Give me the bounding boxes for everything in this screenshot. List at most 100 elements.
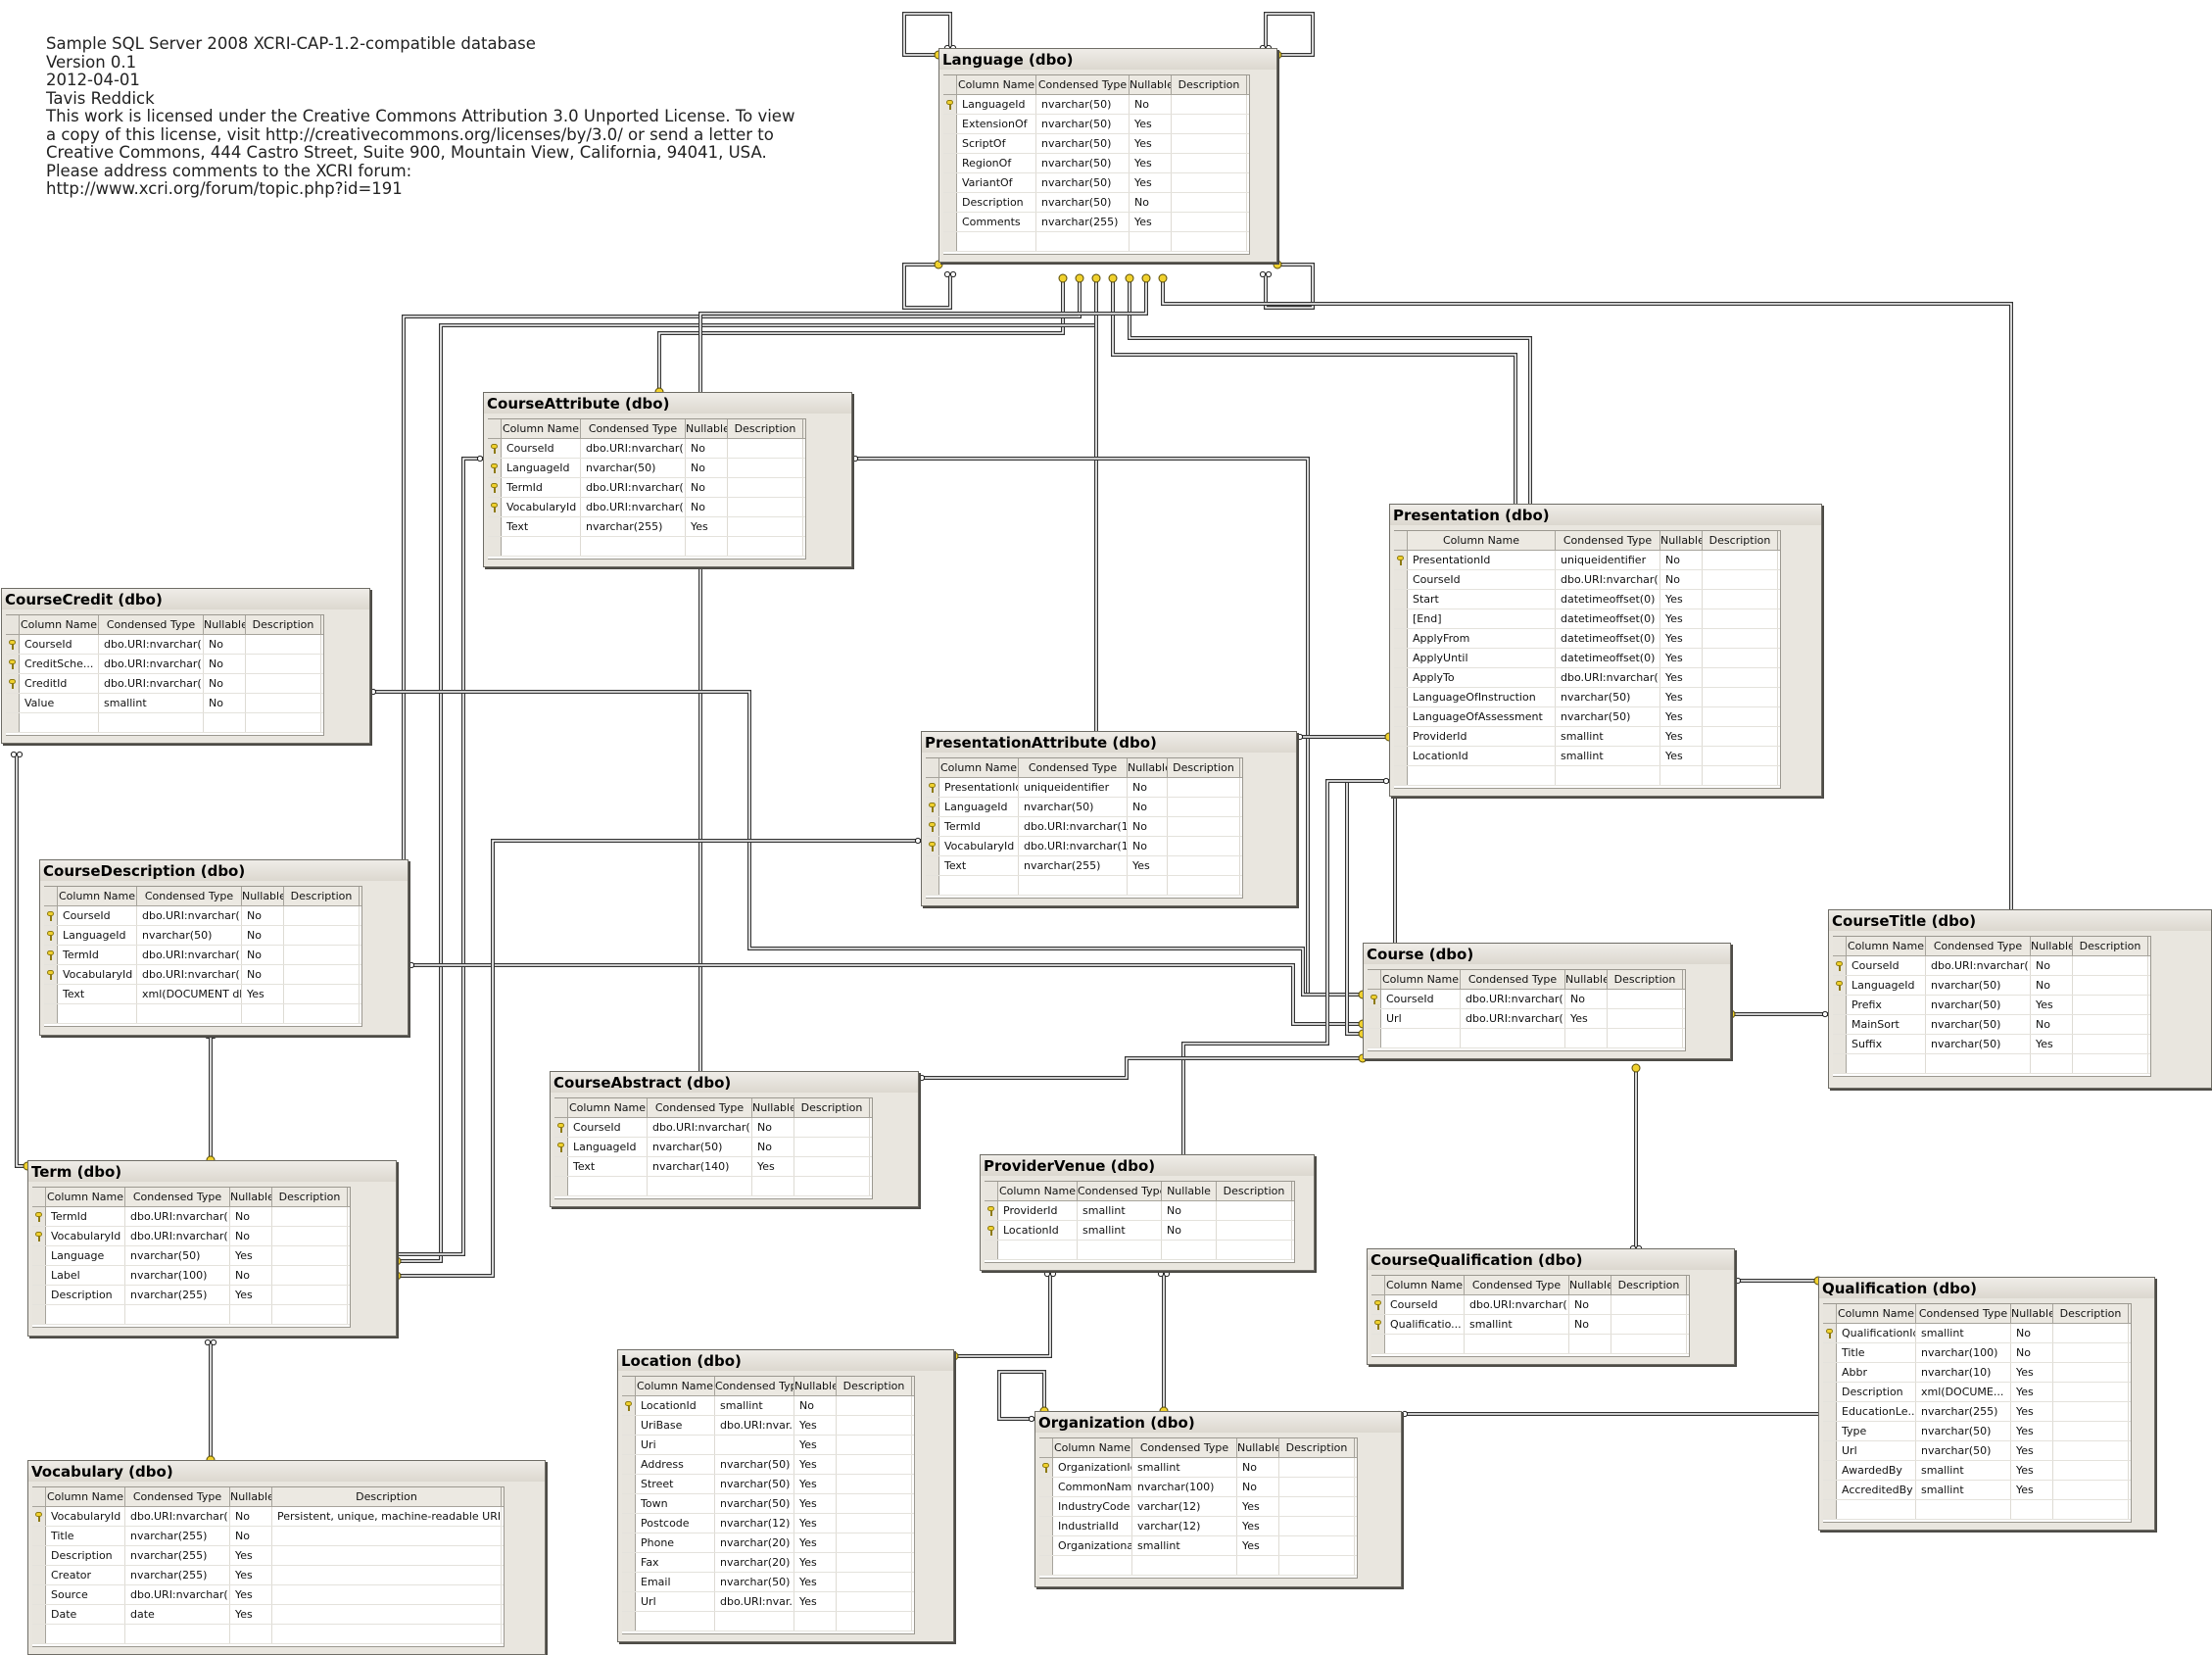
row-selector[interactable]	[488, 478, 502, 497]
row-selector[interactable]	[943, 75, 957, 94]
table-title[interactable]: Location (dbo)	[618, 1350, 953, 1371]
relationship-line[interactable]	[409, 963, 1363, 1026]
row-selector[interactable]	[1823, 1324, 1837, 1342]
relationship-line[interactable]	[1128, 278, 1532, 504]
relationship-line[interactable]	[954, 1274, 1052, 1358]
table-title[interactable]: Qualification (dbo)	[1819, 1278, 2154, 1298]
column-row[interactable]	[554, 1177, 872, 1196]
row-selector[interactable]	[622, 1514, 636, 1533]
row-selector[interactable]	[622, 1553, 636, 1572]
row-selector[interactable]	[1039, 1556, 1053, 1575]
row-selector[interactable]	[943, 232, 957, 251]
row-selector[interactable]	[622, 1377, 636, 1395]
row-selector[interactable]	[1833, 1015, 1847, 1034]
row-selector[interactable]	[554, 1157, 568, 1176]
row-selector[interactable]	[926, 778, 939, 797]
row-selector[interactable]	[1833, 956, 1847, 975]
row-selector[interactable]	[1823, 1363, 1837, 1382]
column-row[interactable]	[32, 1625, 504, 1644]
relationship-line[interactable]	[397, 457, 483, 1256]
row-selector[interactable]	[943, 95, 957, 114]
row-selector[interactable]	[1371, 1295, 1385, 1314]
relationship-line[interactable]	[852, 457, 1363, 997]
row-selector[interactable]	[1394, 727, 1408, 746]
table-title[interactable]: CourseQualification (dbo)	[1368, 1249, 1734, 1270]
row-selector[interactable]	[1394, 668, 1408, 687]
column-row[interactable]	[32, 1305, 350, 1325]
row-selector[interactable]	[554, 1118, 568, 1137]
row-selector[interactable]	[943, 115, 957, 133]
row-selector[interactable]	[488, 517, 502, 536]
column-row[interactable]	[1368, 1029, 1685, 1048]
row-selector[interactable]	[32, 1305, 46, 1324]
row-selector[interactable]	[1039, 1458, 1053, 1477]
row-selector[interactable]	[943, 134, 957, 153]
row-selector[interactable]	[44, 887, 58, 905]
row-selector[interactable]	[1833, 937, 1847, 955]
column-row[interactable]	[926, 876, 1242, 896]
row-selector[interactable]	[622, 1436, 636, 1454]
row-selector[interactable]	[1394, 747, 1408, 765]
row-selector[interactable]	[985, 1221, 998, 1240]
column-row[interactable]	[6, 713, 323, 733]
row-selector[interactable]	[926, 817, 939, 836]
column-row[interactable]	[1371, 1335, 1689, 1354]
row-selector[interactable]	[1823, 1343, 1837, 1362]
row-selector[interactable]	[32, 1527, 46, 1545]
row-selector[interactable]	[943, 213, 957, 231]
row-selector[interactable]	[1394, 590, 1408, 608]
row-selector[interactable]	[6, 694, 20, 712]
row-selector[interactable]	[32, 1566, 46, 1584]
row-selector[interactable]	[6, 713, 20, 732]
table-title[interactable]: ProviderVenue (dbo)	[981, 1155, 1314, 1176]
relationship-line[interactable]	[402, 278, 1082, 859]
relationship-line[interactable]	[397, 839, 921, 1278]
row-selector[interactable]	[1394, 531, 1408, 550]
column-row[interactable]	[44, 1004, 361, 1024]
row-selector[interactable]	[1371, 1335, 1385, 1353]
row-selector[interactable]	[44, 926, 58, 945]
row-selector[interactable]	[32, 1507, 46, 1526]
row-selector[interactable]	[985, 1201, 998, 1220]
relationship-line[interactable]	[902, 263, 952, 310]
